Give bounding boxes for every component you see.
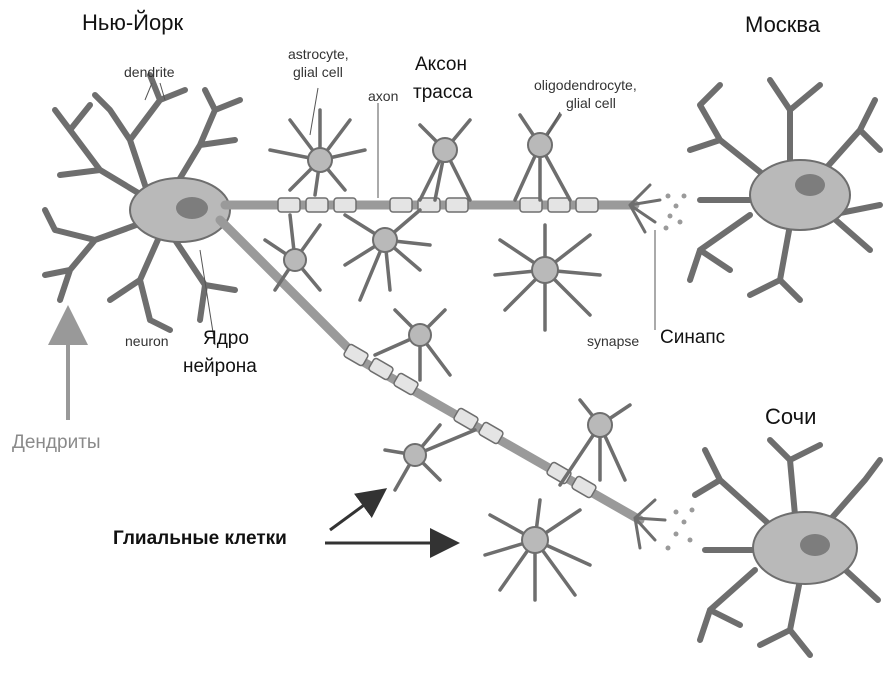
neuron-nucleus [176, 197, 208, 219]
label-synapse-en: synapse [587, 333, 639, 349]
label-glial-cells: Глиальные клетки [113, 528, 287, 550]
myelin-sheaths-top [278, 198, 598, 212]
axon-terminals [630, 185, 665, 548]
label-synapse-ru: Синапс [660, 327, 725, 349]
label-neuron: neuron [125, 333, 169, 349]
city-moscow: Москва [745, 12, 820, 38]
label-astrocyte-2: glial cell [293, 64, 343, 80]
label-oligodendrocyte-1: oligodendrocyte, [534, 77, 637, 93]
synapse-dots [664, 194, 695, 551]
label-axon: axon [368, 88, 398, 104]
glial-cells [265, 110, 630, 600]
city-sochi: Сочи [765, 404, 816, 430]
glial-cell-bodies [284, 133, 612, 553]
moscow-neuron-nucleus [795, 174, 825, 196]
moscow-neuron-body [750, 160, 850, 230]
label-dendrites: Дендриты [12, 432, 101, 454]
label-oligodendrocyte-2: glial cell [566, 95, 616, 111]
label-nucleus-1: Ядро [203, 328, 249, 350]
glial-arrow-upper [330, 497, 375, 530]
city-new-york: Нью-Йорк [82, 10, 183, 36]
sochi-neuron-nucleus [800, 534, 830, 556]
label-dendrite: dendrite [124, 64, 175, 80]
myelin-sheaths-bottom [343, 343, 597, 498]
label-axon-route-1: Аксон [415, 54, 467, 76]
label-axon-route-2: трасса [413, 82, 472, 104]
label-astrocyte-1: astrocyte, [288, 46, 349, 62]
label-nucleus-2: нейрона [183, 356, 257, 378]
